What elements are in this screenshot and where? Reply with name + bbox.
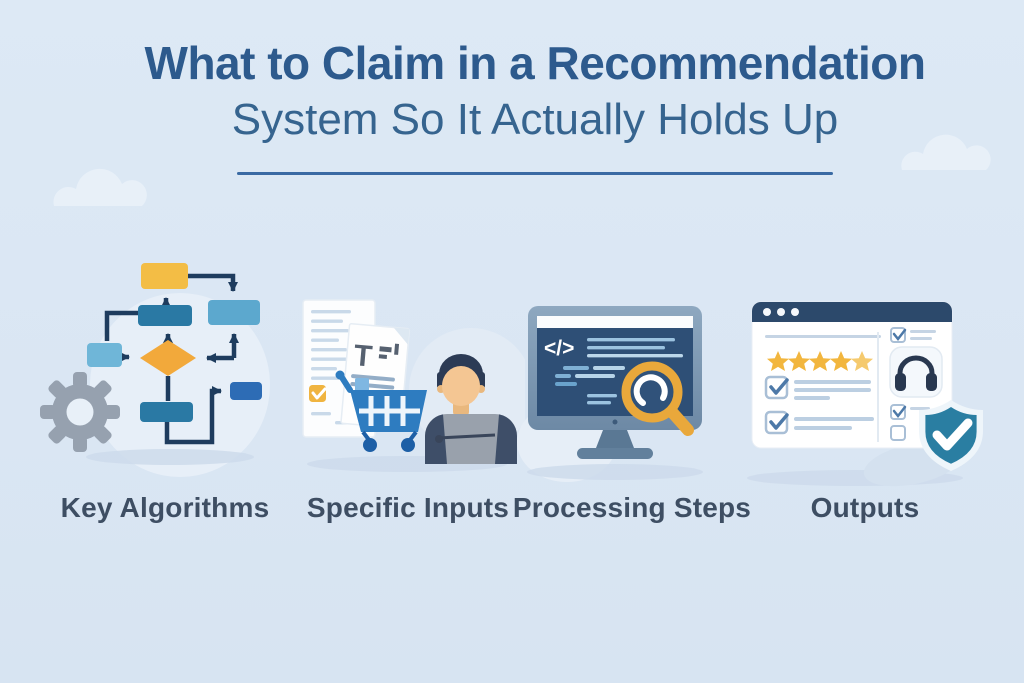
- mini-checklist-icon: [890, 404, 930, 441]
- cloud-right-icon: [901, 134, 991, 170]
- title-block: What to Claim in a Recommendation System…: [0, 34, 1024, 148]
- flow-node-lightblue-left: [87, 343, 122, 367]
- code-glyph: </>: [544, 337, 574, 360]
- shopping-cart-icon: [335, 370, 427, 452]
- monitor-code-magnifier-icon: </>: [517, 306, 703, 482]
- headphones-icon: [889, 346, 943, 398]
- mini-checklist-icon: [890, 327, 936, 343]
- flow-node-teal-bottom: [140, 402, 193, 422]
- yellow-checkbox-icon: [309, 385, 326, 402]
- browser-window-icon: [751, 301, 953, 449]
- page-title-line1: What to Claim in a Recommendation: [144, 37, 926, 89]
- flow-node-yellow: [141, 263, 188, 289]
- browser-rating-headphones-shield-icon: [747, 301, 983, 487]
- flow-node-blue-small: [230, 382, 262, 400]
- section-label-key-algorithms: Key Algorithms: [60, 492, 270, 523]
- flow-node-diamond: [140, 340, 196, 376]
- section-label-outputs: Outputs: [810, 492, 920, 523]
- cloud-left-icon: [53, 168, 147, 206]
- shield-check-icon: [919, 400, 983, 471]
- gear-icon: [40, 372, 120, 452]
- flowchart-gear-icon: [40, 263, 270, 477]
- title-divider: [237, 172, 833, 175]
- section-label-processing-steps: Processing Steps: [512, 492, 752, 523]
- flowchart-arrows: [104, 273, 239, 445]
- magnifier-icon: [621, 361, 694, 436]
- flow-node-teal-mid: [138, 305, 192, 326]
- user-person-icon: [425, 354, 517, 464]
- document-letter-glyph: T: [352, 339, 373, 373]
- document-checklist-cart-user-icon: T: [302, 299, 525, 472]
- checklist-row-icon: [764, 375, 871, 400]
- checklist-row-icon: [764, 410, 874, 435]
- page-title-line2: System So It Actually Holds Up: [231, 95, 839, 144]
- section-label-specific-inputs: Specific Inputs: [306, 492, 510, 523]
- flow-node-lightblue-right: [208, 300, 260, 325]
